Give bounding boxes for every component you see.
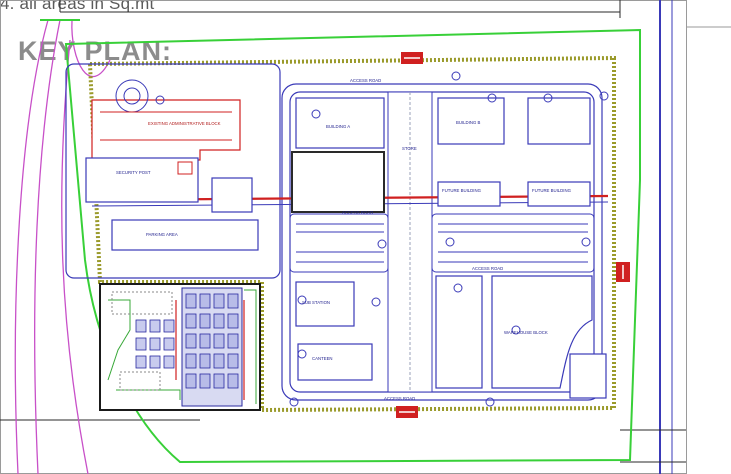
central-vertical-road — [387, 91, 433, 393]
gate-south — [396, 406, 418, 418]
label-future-b: FUTURE BUILDING — [532, 188, 572, 193]
sub-station — [295, 281, 355, 327]
parking-area-block — [111, 219, 259, 251]
building-markers — [155, 71, 609, 407]
label-top-road: ACCESS ROAD — [350, 78, 381, 83]
store-block — [291, 151, 385, 213]
plan-text-labels: ACCESS ROAD ACCESS ROAD ACCESS ROAD ACCE… — [116, 78, 572, 401]
label-substation: SUB STATION — [302, 300, 330, 305]
label-security: SECURITY POST — [116, 170, 151, 175]
admin-block — [91, 99, 241, 161]
label-mid-road: ACCESS ROAD — [342, 210, 373, 215]
plan-note: 4. all areas in Sq.mt — [0, 0, 155, 13]
magenta-road-curves — [14, 19, 111, 474]
key-plan-title: KEY PLAN: — [18, 36, 173, 66]
small-block — [211, 177, 253, 213]
parking-strips — [289, 213, 595, 273]
label-future-a: FUTURE BUILDING — [442, 188, 482, 193]
warehouse-block — [491, 275, 593, 389]
label-bottom-road: ACCESS ROAD — [384, 396, 415, 401]
building-c — [527, 97, 591, 145]
substation-yard — [99, 283, 261, 411]
future-building-b — [527, 181, 591, 207]
utility-block — [435, 275, 483, 389]
building-a — [295, 97, 385, 149]
label-store: STORE — [402, 146, 417, 151]
label-parking: PARKING AREA — [146, 232, 178, 237]
admin-detail-lines — [100, 111, 232, 175]
buildings — [85, 97, 607, 399]
security-post — [85, 157, 199, 203]
gate-north — [401, 52, 423, 64]
label-right-road: ACCESS ROAD — [472, 266, 503, 271]
external-road-lines — [0, 0, 686, 474]
compound-wall — [87, 55, 616, 413]
building-b — [437, 97, 505, 145]
future-building-a — [437, 181, 501, 207]
label-canteen: CANTEEN — [312, 356, 333, 361]
gate-markers — [396, 52, 630, 418]
label-warehouse: WAREHOUSE BLOCK — [504, 330, 548, 335]
label-bldg-b: BUILDING B — [456, 120, 480, 125]
label-bldg-a: BUILDING A — [326, 124, 350, 129]
gatehouse-block — [569, 353, 607, 399]
gate-east — [616, 262, 630, 282]
label-admin-block: EXISTING ADMINISTRATIVE BLOCK — [148, 121, 221, 126]
canteen — [297, 343, 373, 381]
